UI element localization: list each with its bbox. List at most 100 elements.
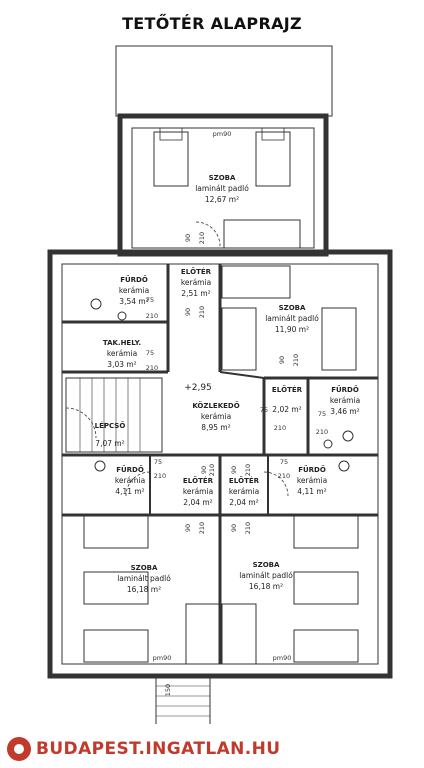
room-area-szoba-top: 12,67 m² — [205, 195, 239, 204]
wardrobe — [185, 603, 221, 665]
dim-pm90: pm90 — [153, 654, 172, 662]
room-name-lepcso: LÉPCSŐ — [95, 421, 126, 430]
toilet — [342, 430, 354, 442]
dim-75: 75 — [260, 406, 268, 414]
dim-75: 75 — [154, 458, 162, 466]
room-name-furdo-2: FÜRDŐ — [331, 385, 359, 394]
dim-210: 210 — [244, 464, 252, 476]
room-floor-furdo-2: kerámia — [330, 396, 360, 405]
dim-90: 90 — [184, 308, 192, 316]
dim-210: 210 — [316, 428, 328, 436]
stairs — [65, 377, 163, 453]
room-area-furdo-3: 4,11 m² — [115, 487, 144, 496]
dim-75: 75 — [318, 410, 326, 418]
wardrobe — [223, 219, 301, 249]
room-name-furdo-3: FÜRDŐ — [116, 465, 144, 474]
dim-210: 210 — [154, 472, 166, 480]
dim-90: 90 — [184, 234, 192, 242]
room-floor-szoba-top: laminált padló — [195, 184, 249, 193]
sink — [323, 439, 333, 449]
room-area-eloter-1: 2,51 m² — [181, 289, 210, 298]
dim-210: 210 — [274, 424, 286, 432]
room-name-szoba-mid: SZOBA — [279, 304, 306, 312]
bed — [83, 629, 149, 663]
room-name-eloter-3: ELŐTÉR — [183, 476, 214, 485]
room-area-szoba-br: 16,18 m² — [249, 582, 283, 591]
wall-main — [47, 249, 393, 679]
bed — [293, 629, 359, 663]
room-name-eloter-2: ELŐTÉR — [272, 385, 303, 394]
room-name-takhely: TAK.HELY. — [103, 339, 141, 347]
plan-title: TETŐTÉR ALAPRAJZ — [122, 14, 302, 33]
dim-90: 90 — [230, 466, 238, 474]
dim-210: 210 — [198, 306, 206, 318]
dim-90: 90 — [200, 466, 208, 474]
room-name-furdo-1: FÜRDŐ — [120, 275, 148, 284]
room-name-szoba-top: SZOBA — [209, 174, 236, 182]
room-area-kozlekedo: 8,95 m² — [201, 423, 230, 432]
room-area-takhely: 3,03 m² — [107, 360, 136, 369]
watermark-logo-icon — [7, 737, 31, 761]
room-area-eloter-4: 2,04 m² — [229, 498, 258, 507]
dim-210: 210 — [198, 232, 206, 244]
sink — [117, 311, 127, 321]
room-floor-szoba-bl: laminált padló — [117, 574, 171, 583]
wardrobe — [221, 603, 257, 665]
room-name-szoba-bl: SZOBA — [131, 564, 158, 572]
bed — [293, 515, 359, 549]
room-area-szoba-mid: 11,90 m² — [275, 325, 309, 334]
dim-90: 90 — [184, 524, 192, 532]
dim-210: 210 — [244, 522, 252, 534]
room-floor-furdo-3: kerámia — [115, 476, 145, 485]
toilet — [94, 460, 106, 472]
toilet — [338, 460, 350, 472]
bed — [153, 131, 189, 187]
bed — [221, 307, 257, 371]
toilet — [90, 298, 102, 310]
room-floor-furdo-4: kerámia — [297, 476, 327, 485]
room-floor-kozlekedo: kerámia — [201, 412, 231, 421]
room-area-furdo-1: 3,54 m² — [119, 297, 148, 306]
dim-75: 75 — [146, 349, 154, 357]
dim-150: 150 — [164, 684, 172, 696]
dim-210: 210 — [278, 472, 290, 480]
level-marker: +2,95 — [184, 383, 212, 393]
room-floor-furdo-1: kerámia — [119, 286, 149, 295]
bed — [293, 571, 359, 605]
dim-75: 75 — [146, 296, 154, 304]
dim-90: 90 — [278, 356, 286, 364]
room-name-szoba-br: SZOBA — [253, 561, 280, 569]
balcony — [115, 45, 333, 117]
room-floor-eloter-3: kerámia — [183, 487, 213, 496]
room-name-eloter-1: ELŐTÉR — [181, 267, 212, 276]
bed — [221, 265, 291, 299]
dim-pm90: pm90 — [273, 654, 292, 662]
room-floor-eloter-4: kerámia — [229, 487, 259, 496]
dim-210: 210 — [208, 464, 216, 476]
room-area-lepcso: 7,07 m² — [95, 439, 124, 448]
watermark: BUDAPEST.INGATLAN.HU — [6, 733, 288, 765]
dim-210: 210 — [146, 312, 158, 320]
bed — [83, 515, 149, 549]
room-area-eloter-3: 2,04 m² — [183, 498, 212, 507]
room-floor-szoba-br: laminált padló — [239, 571, 293, 580]
bed — [321, 307, 357, 371]
bed — [255, 131, 291, 187]
room-name-kozlekedo: KÖZLEKEDŐ — [192, 401, 239, 410]
watermark-text: BUDAPEST.INGATLAN.HU — [36, 739, 281, 759]
room-floor-eloter-1: kerámia — [181, 278, 211, 287]
bed — [83, 571, 149, 605]
dim-90: 90 — [230, 524, 238, 532]
dim-pm90: pm90 — [213, 130, 232, 138]
dim-210: 210 — [292, 354, 300, 366]
dim-210: 210 — [198, 522, 206, 534]
room-area-furdo-2: 3,46 m² — [330, 407, 359, 416]
room-floor-szoba-mid: laminált padló — [265, 314, 319, 323]
room-area-szoba-bl: 16,18 m² — [127, 585, 161, 594]
dim-75: 75 — [280, 458, 288, 466]
room-name-eloter-4: ELŐTÉR — [229, 476, 260, 485]
room-area-eloter-2: 2,02 m² — [272, 405, 301, 414]
dim-210: 210 — [146, 364, 158, 372]
room-area-furdo-4: 4,11 m² — [297, 487, 326, 496]
